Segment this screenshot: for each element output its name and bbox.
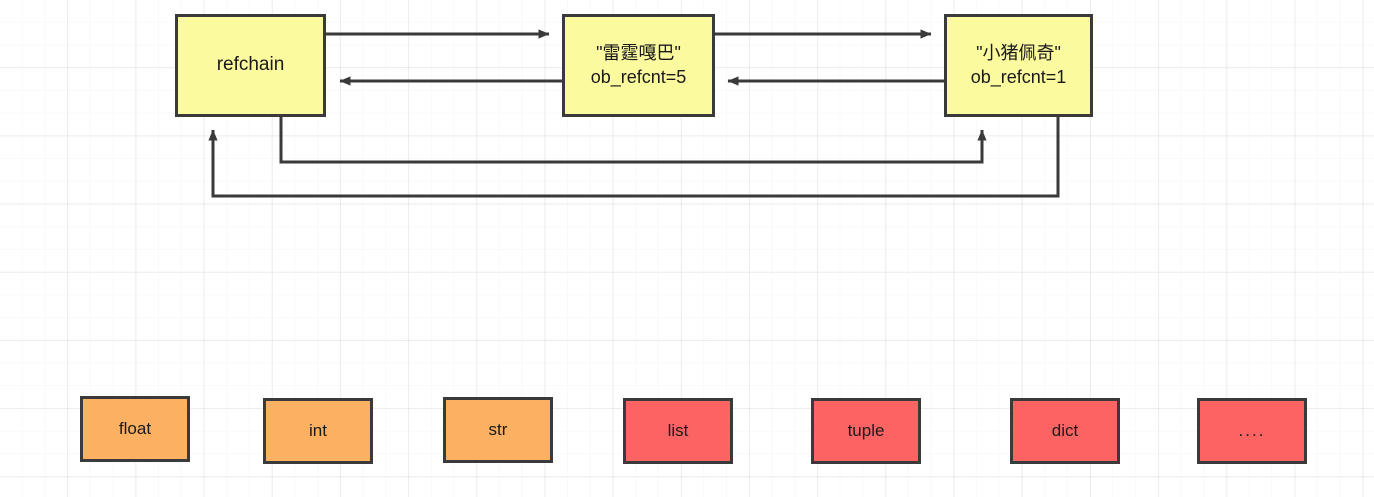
node-peppa[interactable]: "小猪佩奇" ob_refcnt=1 (944, 14, 1093, 117)
node-refchain[interactable]: refchain (175, 14, 326, 117)
node-peppa-line2: ob_refcnt=1 (970, 66, 1067, 87)
node-list[interactable]: list (623, 398, 733, 464)
node-leiting-line2: ob_refcnt=5 (590, 66, 687, 87)
node-leiting-line1: "雷霆嘎巴" (596, 43, 681, 64)
node-dict-label: dict (1051, 421, 1079, 441)
node-int-label: int (309, 421, 327, 441)
node-ellipsis-label: .... (1238, 421, 1266, 441)
node-ellipsis[interactable]: .... (1197, 398, 1307, 464)
node-tuple-label: tuple (847, 421, 885, 441)
node-int[interactable]: int (263, 398, 373, 464)
node-refchain-line1: refchain (216, 54, 285, 76)
node-leiting[interactable]: "雷霆嘎巴" ob_refcnt=5 (562, 14, 715, 117)
edge-refchain-to-peppa (279, 117, 987, 164)
edge-peppa-to-refchain (208, 117, 1060, 198)
node-dict[interactable]: dict (1010, 398, 1120, 464)
node-str[interactable]: str (443, 397, 553, 463)
node-tuple[interactable]: tuple (811, 398, 921, 464)
node-peppa-line1: "小猪佩奇" (976, 43, 1061, 64)
node-float[interactable]: float (80, 396, 190, 462)
node-float-label: float (118, 419, 152, 439)
node-list-label: list (667, 421, 689, 441)
node-str-label: str (488, 420, 508, 440)
